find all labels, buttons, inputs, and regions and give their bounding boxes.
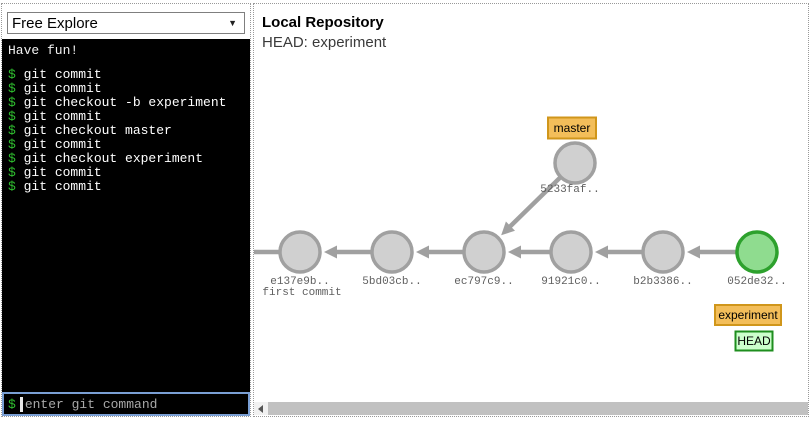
scroll-left-arrow-icon [258, 404, 263, 413]
commit-node [278, 230, 322, 274]
terminal-line: $ git commit [8, 165, 102, 180]
branch-tag [714, 304, 782, 326]
commit-hash-label: 052de32.. [727, 276, 786, 288]
terminal-line: $ git checkout master [8, 123, 172, 138]
repository-panel: Local Repository HEAD: experiment e137e9… [253, 3, 809, 417]
input-placeholder: enter git command [24, 396, 158, 412]
commit-node-current [735, 230, 779, 274]
commit-hash-label: b2b3386.. [633, 276, 692, 288]
terminal-history: $ git commit$ git commit$ git checkout -… [8, 68, 244, 194]
scrollbar-thumb[interactable] [268, 402, 808, 415]
repository-title: Local Repository [262, 14, 384, 31]
repository-header: Local Repository HEAD: experiment [262, 14, 386, 51]
arrowhead [501, 221, 515, 236]
commit-node [641, 230, 685, 274]
text-cursor [19, 396, 23, 412]
terminal-line: $ git commit [8, 67, 102, 82]
terminal-line: $ git checkout experiment [8, 151, 204, 166]
mode-select-row: Free Explore ▼ [2, 4, 250, 39]
control-panel: Free Explore ▼ Have fun! $ git commit$ g… [1, 3, 251, 417]
arrowhead [416, 245, 429, 259]
commit-hash-label: e137e9b.. [270, 276, 329, 288]
commit-hash-label: 5233faf.. [540, 184, 599, 196]
commit-node [553, 141, 597, 185]
arrowhead [324, 245, 337, 259]
head-tag-label: HEAD [737, 334, 771, 348]
arrowhead [595, 245, 608, 259]
git-command-input[interactable]: $ enter git command [2, 392, 250, 416]
commit-hash-label: 5bd03cb.. [362, 276, 421, 288]
commit-graph: e137e9b..first commit 5bd03cb.. ec797c9.. 9… [254, 116, 787, 352]
commit-node [462, 230, 506, 274]
horizontal-scrollbar[interactable] [254, 402, 808, 415]
commit-node [549, 230, 593, 274]
commit-hash-label: ec797c9.. [454, 276, 513, 288]
branch-tag-label: master [554, 121, 591, 135]
dropdown-caret-icon: ▼ [228, 18, 237, 28]
commit-hash-label: 91921c0.. [541, 276, 600, 288]
terminal-log: Have fun! $ git commit$ git commit$ git … [2, 39, 250, 392]
head-tag [734, 330, 774, 352]
input-prompt: $ [8, 396, 16, 412]
terminal-line: $ git checkout -b experiment [8, 95, 227, 110]
terminal-welcome: Have fun! [8, 43, 79, 58]
terminal-line: $ git commit [8, 81, 102, 96]
arrowhead [508, 245, 521, 259]
terminal-line: $ git commit [8, 137, 102, 152]
terminal-line: $ git commit [8, 109, 102, 124]
arrowhead [687, 245, 700, 259]
branch-tag [547, 116, 597, 140]
parent-link [507, 176, 562, 230]
terminal-line: $ git commit [8, 179, 102, 194]
head-status-label: HEAD: experiment [262, 34, 387, 51]
mode-select-value: Free Explore [12, 14, 98, 32]
scroll-left-button[interactable] [254, 402, 267, 415]
commit-message-label: first commit [262, 287, 341, 299]
branch-tag-label: experiment [718, 308, 778, 322]
commit-node [370, 230, 414, 274]
mode-select[interactable]: Free Explore ▼ [7, 12, 245, 34]
